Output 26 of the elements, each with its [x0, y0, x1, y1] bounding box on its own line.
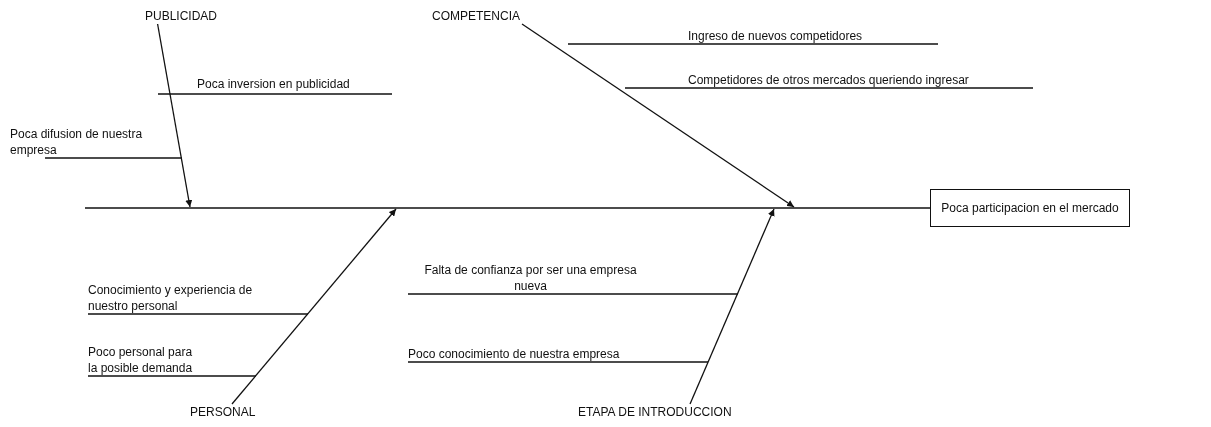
branch-line: [157, 93, 393, 95]
cause-text: Ingreso de nuevos competidores: [688, 28, 938, 44]
branch-line: [407, 293, 739, 295]
effect-box: Poca participacion en el mercado: [930, 189, 1130, 227]
category-label: PUBLICIDAD: [145, 8, 235, 24]
branch-line: [407, 361, 709, 363]
branch-line: [87, 313, 309, 315]
spine-line: [84, 207, 931, 209]
bone-arrow: [156, 23, 193, 208]
branch-line: [624, 87, 1034, 89]
cause-text: Poca inversion en publicidad: [197, 76, 392, 92]
category-label: ETAPA DE INTRODUCCION: [578, 404, 748, 420]
bone-arrow: [689, 208, 775, 405]
cause-text: Falta de confianza por ser una empresa nueva: [408, 262, 653, 294]
cause-text: Competidores de otros mercados queriendo ingresar: [688, 72, 1033, 88]
cause-text: Poca difusion de nuestra empresa: [10, 126, 180, 158]
cause-text: Poco conocimiento de nuestra empresa: [408, 346, 708, 362]
category-label: PERSONAL: [190, 404, 265, 420]
cause-text: Conocimiento y experiencia de nuestro personal: [88, 282, 288, 314]
branch-line: [87, 375, 257, 377]
branch-line: [567, 43, 939, 45]
branch-line: [44, 157, 183, 159]
category-label: COMPETENCIA: [432, 8, 532, 24]
bone-arrow: [231, 208, 397, 405]
bone-arrow: [521, 23, 795, 208]
cause-text: Poco personal para la posible demanda: [88, 344, 203, 376]
